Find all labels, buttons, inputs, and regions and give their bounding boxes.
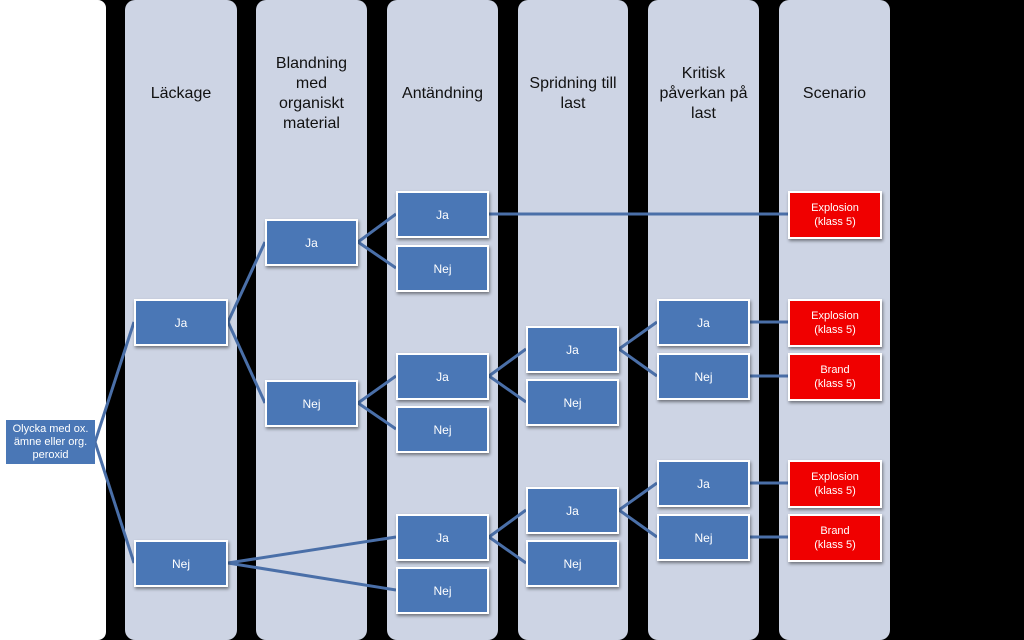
column-blandning: Blandning med organiskt material [256, 0, 367, 640]
edge [357, 212, 397, 244]
edge [357, 401, 397, 431]
edge [357, 240, 397, 270]
node-ign3-ja: Ja [396, 514, 489, 561]
column-header: Spridning till last [529, 75, 617, 112]
edge [226, 241, 267, 323]
edge [226, 321, 267, 404]
node-leak-ja: Ja [134, 299, 228, 346]
node-ign2-nej: Nej [396, 406, 489, 453]
node-leak-nej: Nej [134, 540, 228, 587]
edge [93, 321, 136, 443]
scenario-brand-1: Brand (klass 5) [788, 353, 882, 401]
scenario-brand-2: Brand (klass 5) [788, 514, 882, 562]
node-spr1-ja: Ja [526, 326, 619, 373]
root-node: Olycka med ox. ämne eller org. peroxid [6, 420, 95, 464]
edge [618, 347, 658, 378]
edge [488, 508, 527, 539]
node-spr1-nej: Nej [526, 379, 619, 426]
edge [618, 320, 658, 351]
edge [488, 347, 527, 378]
node-krit1-ja: Ja [657, 299, 750, 346]
edge [227, 561, 397, 592]
edge [93, 441, 136, 564]
edge [357, 374, 397, 405]
node-ign1-ja: Ja [396, 191, 489, 238]
column-header: Scenario [802, 85, 867, 102]
node-spr2-nej: Nej [526, 540, 619, 587]
edge [488, 535, 527, 565]
edge [488, 374, 527, 404]
node-krit2-ja: Ja [657, 460, 750, 507]
scenario-explosion-3: Explosion (klass 5) [788, 460, 882, 508]
column-header: Blandning med organiskt material [275, 55, 348, 132]
node-krit2-nej: Nej [657, 514, 750, 561]
node-krit1-nej: Nej [657, 353, 750, 400]
node-ign3-nej: Nej [396, 567, 489, 614]
edge [618, 481, 658, 512]
column-header: Läckage [150, 85, 212, 102]
node-spr2-ja: Ja [526, 487, 619, 534]
node-mix-nej: Nej [265, 380, 358, 427]
edge [227, 535, 397, 565]
node-mix-ja: Ja [265, 219, 358, 266]
edge [618, 508, 658, 539]
node-ign1-nej: Nej [396, 245, 489, 292]
node-ign2-ja: Ja [396, 353, 489, 400]
column-header: Antändning [402, 85, 483, 102]
left-panel [0, 0, 106, 640]
scenario-explosion-1: Explosion (klass 5) [788, 191, 882, 239]
scenario-explosion-2: Explosion (klass 5) [788, 299, 882, 347]
column-header: Kritisk påverkan på last [659, 65, 748, 122]
